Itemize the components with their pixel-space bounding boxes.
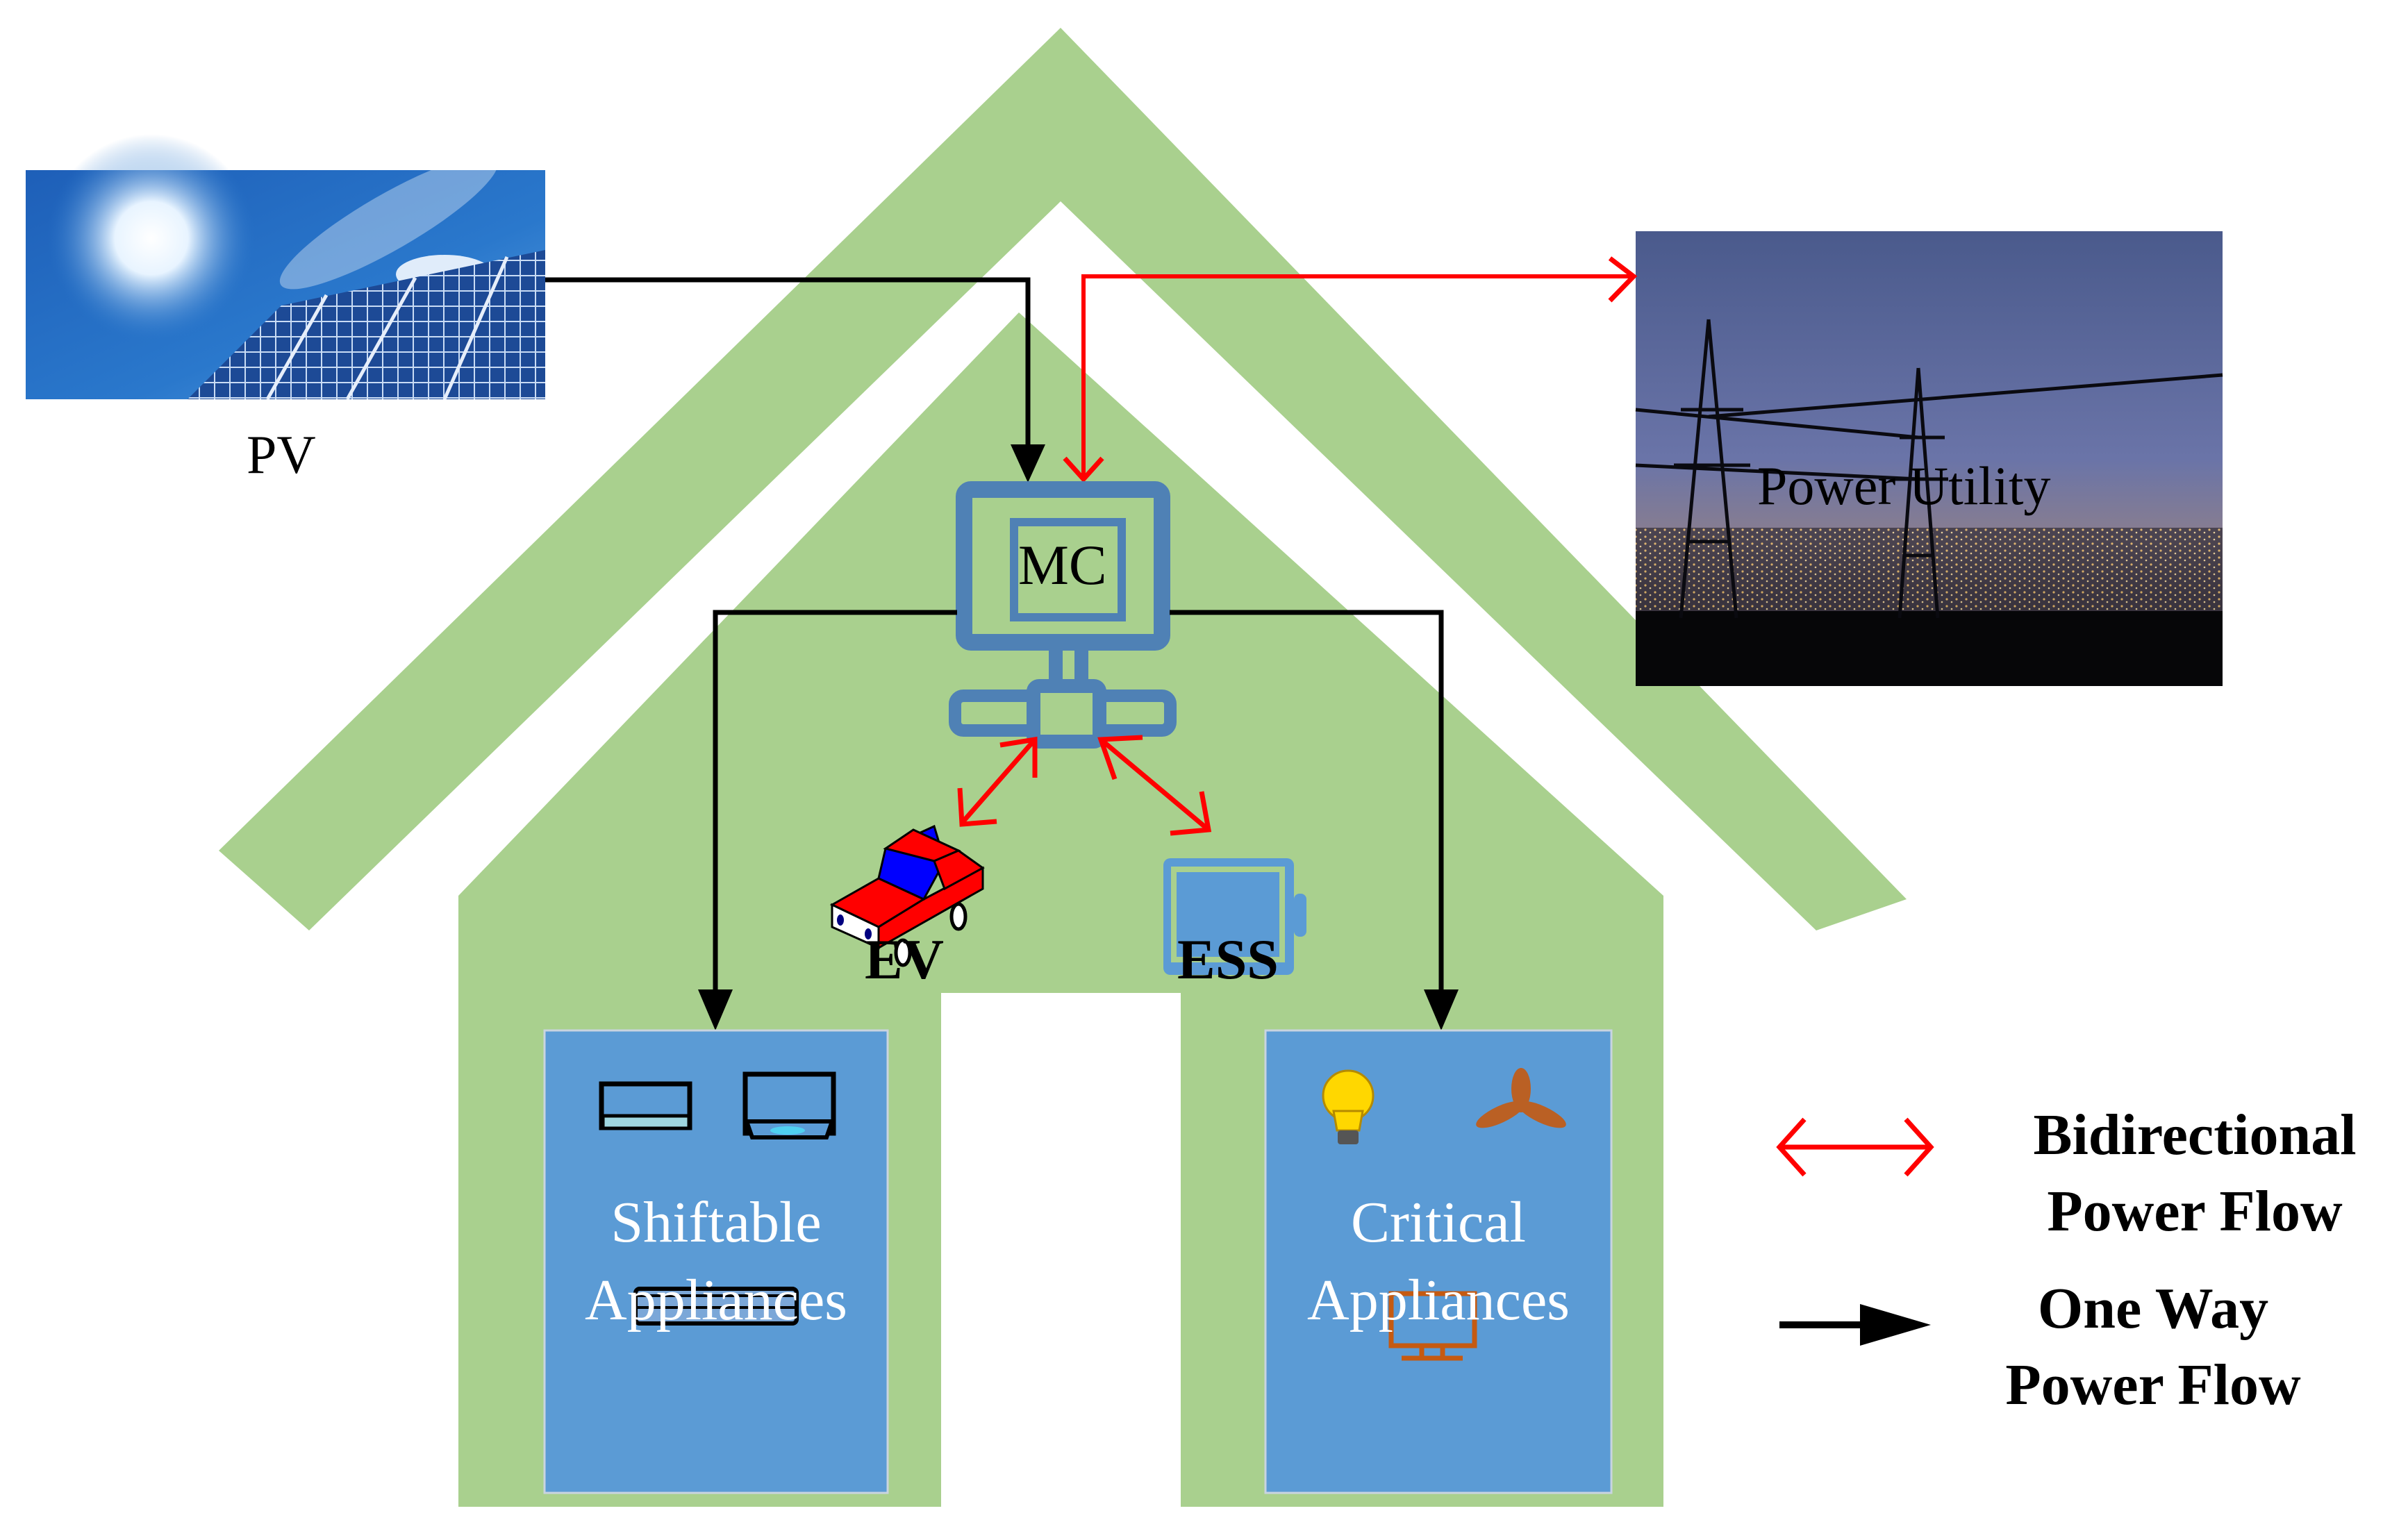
legend-bidirectional-line2: Power Flow — [2047, 1179, 2343, 1244]
shiftable-line2: Appliances — [585, 1268, 847, 1332]
arrowhead-critical — [1424, 989, 1459, 1030]
pv-image — [26, 134, 545, 401]
mc-label: MC — [1018, 533, 1107, 596]
critical-line1: Critical — [1351, 1190, 1526, 1255]
arrowhead-pv-mc — [1011, 444, 1045, 483]
ev-label: EV — [865, 928, 944, 991]
legend-bidirectional: Bidirectional Power Flow — [2000, 1097, 2389, 1250]
edge-mc-shiftable — [713, 610, 957, 1003]
light-bulb-icon — [1322, 1069, 1375, 1144]
edge-pv-mc — [545, 277, 1031, 455]
legend-oneway: One Way Power Flow — [1969, 1271, 2337, 1423]
arrowhead-ess-bottom — [1170, 791, 1212, 836]
fan-icon — [1476, 1068, 1566, 1128]
shiftable-line1: Shiftable — [611, 1190, 822, 1255]
legend-bidirectional-line1: Bidirectional — [2033, 1103, 2357, 1167]
house-door — [941, 993, 1181, 1508]
roof-chevron — [219, 28, 1907, 930]
mc-computer-icon — [949, 481, 1177, 749]
edge-mc-critical — [1170, 610, 1444, 1003]
arrowhead-shiftable — [698, 989, 733, 1030]
legend-oneway-line2: Power Flow — [2005, 1353, 2301, 1417]
edge-mc-utility — [1081, 274, 1632, 479]
arrowhead-ev-top — [999, 736, 1038, 778]
critical-appliances-title: Critical Appliances — [1265, 1184, 1611, 1339]
critical-line2: Appliances — [1307, 1268, 1570, 1332]
power-utility-image — [1635, 231, 2223, 686]
air-conditioner-icon — [633, 1287, 799, 1326]
battery-icon — [1163, 858, 1306, 975]
critical-appliances-box — [1264, 1029, 1613, 1494]
ess-label: ESS — [1177, 928, 1279, 991]
legend-oneway-line1: One Way — [2037, 1276, 2269, 1341]
car-icon — [829, 824, 985, 967]
edge-mc-ev — [960, 737, 1037, 825]
dishwasher-icon — [742, 1071, 836, 1139]
arrowhead-mc-red — [1063, 456, 1104, 483]
legend-oneway-arrow — [1779, 1304, 1931, 1346]
arrowhead-ess-top — [1097, 735, 1143, 780]
edge-mc-ess — [1099, 737, 1211, 832]
legend-bidirectional-arrow — [1776, 1117, 1934, 1177]
washing-machine-icon — [599, 1081, 692, 1130]
power-utility-label: Power Utility — [1757, 456, 2051, 516]
pv-label: PV — [247, 424, 316, 485]
tv-icon — [1388, 1291, 1477, 1361]
arrowhead-utility — [1608, 256, 1638, 303]
shiftable-appliances-title: Shiftable Appliances — [545, 1184, 888, 1339]
arrowhead-ev-bottom — [957, 787, 997, 827]
